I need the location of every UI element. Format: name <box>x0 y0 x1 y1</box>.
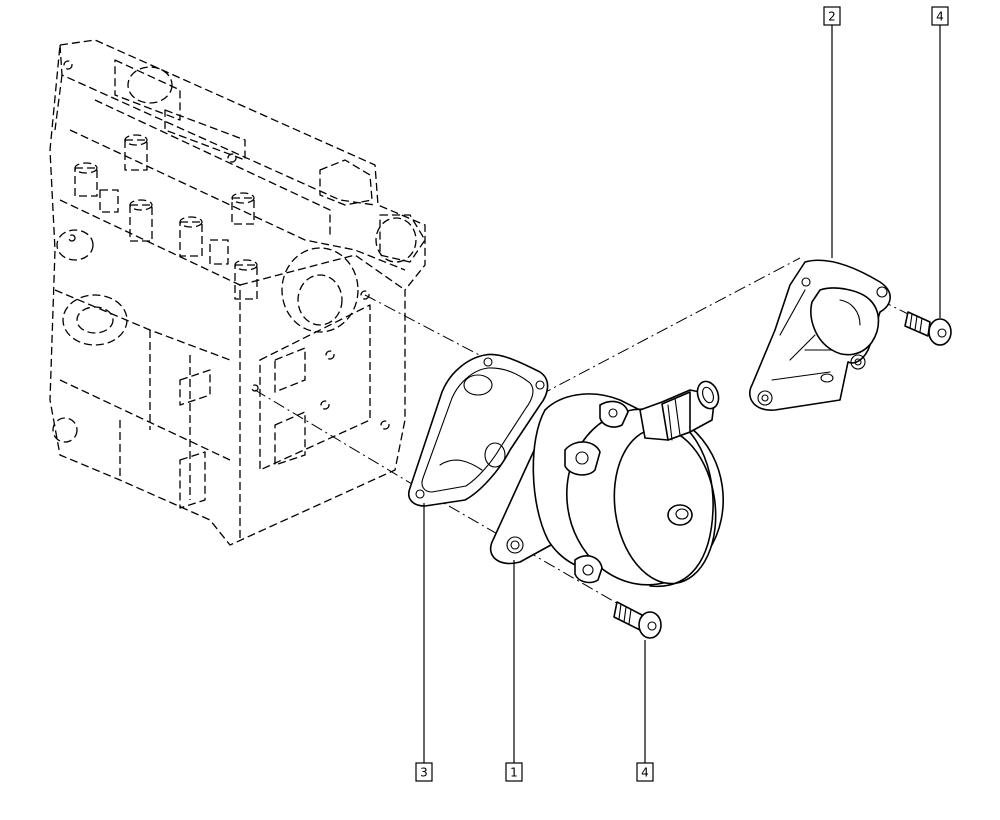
callout-4-top: 4 <box>931 6 949 26</box>
callout-4-bottom: 4 <box>636 762 654 782</box>
mounting-bracket <box>749 259 891 411</box>
engine-cylinder-head <box>49 39 426 546</box>
callout-2-top: 2 <box>823 6 841 26</box>
leader-lines <box>423 25 941 763</box>
bolt-top <box>904 311 952 346</box>
callout-number: 2 <box>828 10 836 24</box>
vacuum-pump <box>489 380 725 588</box>
callout-number: 4 <box>936 10 944 24</box>
callout-number: 3 <box>420 766 428 780</box>
head-bolts <box>74 134 258 300</box>
callout-number: 1 <box>510 766 518 780</box>
callout-number: 4 <box>641 766 649 780</box>
callout-3-bottom: 3 <box>415 762 433 782</box>
gasket <box>408 353 549 507</box>
bolt-bottom <box>613 601 662 639</box>
callout-1-bottom: 1 <box>505 762 523 782</box>
